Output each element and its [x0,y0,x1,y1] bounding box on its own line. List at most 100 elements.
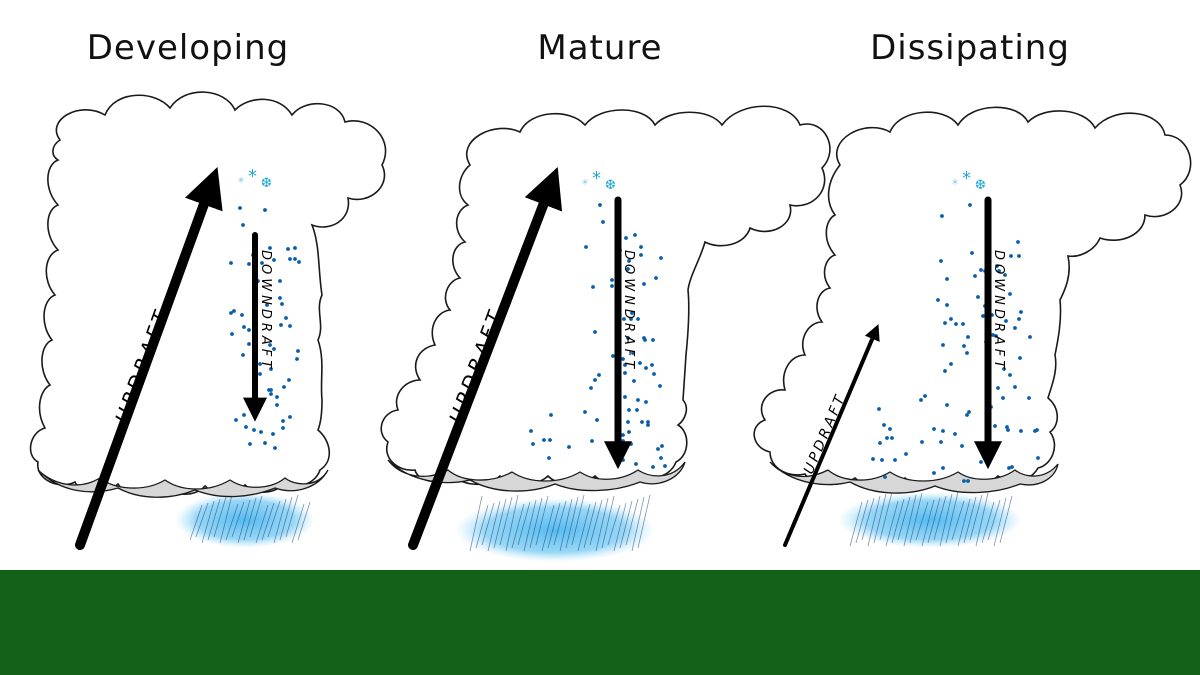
precipitation-dot [644,400,648,404]
rain-streak [957,498,971,547]
precipitation-dot [962,344,966,348]
precipitation-dot [258,362,262,366]
rain-streak [469,495,483,552]
precipitation-dot [941,466,945,470]
precipitation-dot [1003,273,1007,277]
precipitation-dot [663,464,667,468]
precipitation-dot [893,458,897,462]
rain-streak [625,498,639,546]
rain-streak [487,500,501,552]
precipitation-dot [621,458,625,462]
cloud-developing [29,91,387,495]
precipitation-dot [981,314,985,318]
precipitation-dot [627,259,631,263]
precipitation-dot [258,401,262,405]
precipitation-dot [295,357,299,361]
rain-streak [939,493,953,547]
rain-streak [261,502,275,541]
precipitation-dot [919,398,923,402]
rain-streak [517,501,531,546]
precipitation-dot [268,343,272,347]
rain-streak [559,498,573,552]
rain-streak [481,502,495,546]
downdraft-label: DOWNDRAFT [991,250,1006,372]
rain-streak [541,504,555,552]
precipitation-dot [624,236,628,240]
rain-streak [969,494,983,541]
rain-streak [189,504,203,541]
precipitation-dot [296,349,300,353]
precipitation-dot [631,351,635,355]
precipitation-dot [997,269,1001,273]
downdraft-label: DOWNDRAFT [258,250,273,372]
cloud-base [387,459,686,492]
precipitation-dot [878,441,882,445]
precipitation-dot [238,206,242,210]
precipitation-dot [888,427,892,431]
precipitation-dot [590,439,594,443]
precipitation-dot [621,357,625,361]
precipitation-dot [1010,465,1014,469]
rain-streak [855,499,869,544]
precipitation-dot [1019,429,1023,433]
rain-streak [225,503,239,541]
precipitation-dot [635,408,639,412]
updraft-arrow [75,166,223,550]
rain-streak [279,496,293,541]
precipitation-dot [885,436,889,440]
rain-streak [195,502,209,538]
precipitation-dot [1018,356,1022,360]
precipitation-dot [280,302,284,306]
rain-streak [529,497,543,549]
precipitation-dot [242,413,246,417]
precipitation-dot [1017,317,1021,321]
precipitation-dot [284,316,288,320]
precipitation-dot [626,336,630,340]
stage-developing: * * ❆ UPDRAFT DOWNDRAFT [29,91,387,550]
rain-streak [219,494,233,544]
cloud-dissipating [753,106,1192,488]
rain-streak [285,494,299,538]
precipitation-dot [643,338,647,342]
precipitation-dot [610,284,614,288]
precipitation-dot [549,413,553,417]
precipitation-dot [890,436,894,440]
precipitation-dot [629,442,633,446]
downdraft-label: DOWNDRAFT [621,250,636,372]
precipitation-dot [1008,292,1012,296]
precipitation-dot [259,430,263,434]
precipitation-dot [638,361,642,365]
snowflake-icon: * [248,166,257,187]
updraft-arrow [408,167,563,550]
precipitation-dot [904,452,908,456]
precipitation-dot [547,456,551,460]
precipitation-dot [991,333,995,337]
precipitation-dot [968,203,972,207]
precipitation-dot [230,332,234,336]
precipitation-dot [634,462,638,466]
precipitation-dot [1004,319,1008,323]
precipitation-dot [593,330,597,334]
precipitation-dot [632,379,636,383]
precipitation-dot [263,208,267,212]
snowflake-icon: * [952,177,958,191]
precipitation-dot [593,378,597,382]
stage-title-dissipating: Dissipating [870,28,1070,68]
precipitation-dot [945,403,949,407]
precipitation-dot [598,203,602,207]
ice-crystals: * * ❆ [238,166,272,191]
rain-area [175,492,315,548]
rain-streaks [849,491,1013,547]
rain-streak [993,497,1007,547]
precipitation-dot [244,425,248,429]
precipitation-dot [589,386,593,390]
precipitation-dot [248,442,252,446]
precipitation-dot [993,424,997,428]
rain-streak [213,496,227,538]
precipitation-dot [234,418,238,422]
precipitation-dot [240,313,244,317]
precipitation-dot [583,410,587,414]
precipitation-dot [1013,385,1017,389]
precipitation-dot [268,246,272,250]
